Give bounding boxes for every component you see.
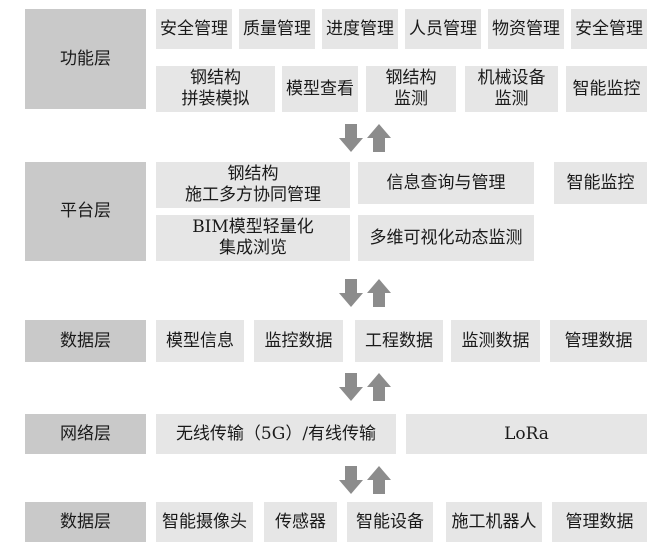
function-item-steel-assembly: 钢结构 拼装模拟: [156, 66, 275, 112]
function-item-personnel: 人员管理: [405, 9, 481, 49]
data-item-engineering-data: 工程数据: [355, 320, 443, 362]
function-item-machinery-monitoring: 机械设备 监测: [465, 66, 558, 112]
data-item-model-info: 模型信息: [156, 320, 244, 362]
function-item-smart-surveillance: 智能监控: [566, 66, 647, 112]
arrow-down-icon: [339, 466, 363, 494]
device-item-management-data: 管理数据: [552, 502, 647, 542]
device-item-smart-equipment: 智能设备: [347, 502, 433, 542]
function-item-materials: 物资管理: [488, 9, 564, 49]
data-item-management-data: 管理数据: [550, 320, 647, 362]
arrow-up-icon: [367, 279, 391, 307]
function-item-progress: 进度管理: [322, 9, 398, 49]
function-item-safety-1: 安全管理: [156, 9, 232, 49]
platform-item-multidim-visualization: 多维可视化动态监测: [358, 215, 534, 261]
network-layer-label: 网络层: [25, 414, 146, 454]
function-item-steel-monitoring: 钢结构 监测: [366, 66, 456, 112]
platform-item-smart-surveillance: 智能监控: [554, 162, 647, 204]
platform-item-collab-management: 钢结构 施工多方协同管理: [156, 162, 350, 208]
platform-item-bim-lightweight: BIM模型轻量化 集成浏览: [156, 215, 350, 261]
arrow-up-icon: [367, 466, 391, 494]
data-item-surveillance-data: 监控数据: [254, 320, 343, 362]
network-item-lora: LoRa: [406, 414, 647, 454]
data-item-monitoring-data: 监测数据: [451, 320, 540, 362]
arrow-down-icon: [339, 373, 363, 401]
arrow-up-icon: [367, 124, 391, 152]
device-item-smart-camera: 智能摄像头: [156, 502, 253, 542]
platform-layer-label: 平台层: [25, 162, 146, 261]
arrow-down-icon: [339, 279, 363, 307]
device-item-sensor: 传感器: [264, 502, 337, 542]
arrow-up-icon: [367, 373, 391, 401]
function-item-safety-2: 安全管理: [571, 9, 647, 49]
platform-item-info-query: 信息查询与管理: [358, 162, 534, 204]
network-item-wired-wireless: 无线传输（5G）/有线传输: [156, 414, 396, 454]
function-item-model-view: 模型查看: [282, 66, 358, 112]
data-layer-label: 数据层: [25, 320, 146, 362]
device-item-construction-robot: 施工机器人: [446, 502, 542, 542]
function-item-quality: 质量管理: [239, 9, 315, 49]
device-layer-label: 数据层: [25, 502, 146, 542]
arrow-down-icon: [339, 124, 363, 152]
function-layer-label: 功能层: [25, 9, 146, 109]
